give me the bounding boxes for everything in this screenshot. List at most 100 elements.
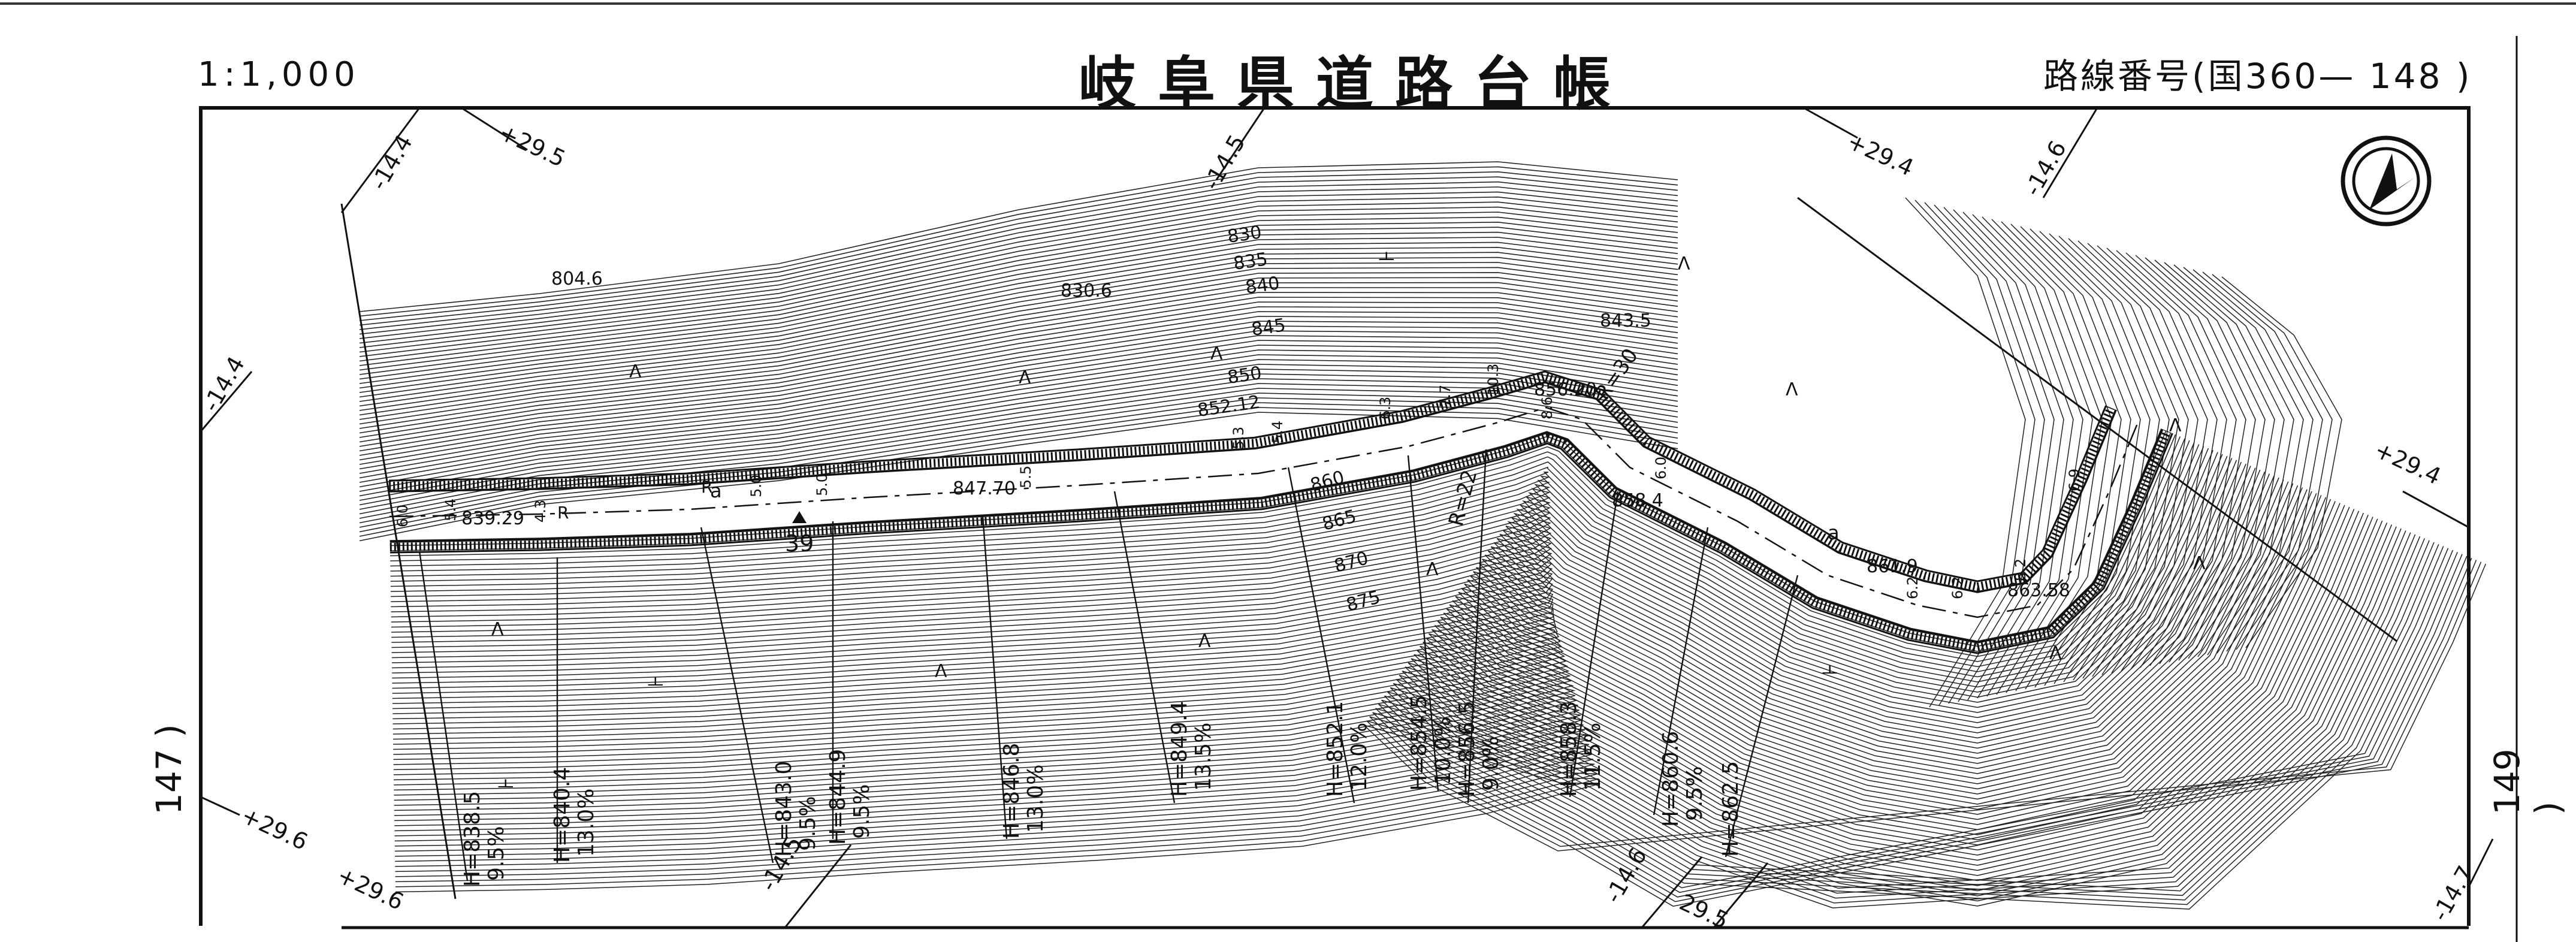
- contour-line-lower: [394, 548, 2449, 905]
- contour-line-upper: [359, 277, 1678, 416]
- contour-line-lower: [392, 479, 2284, 774]
- contour-line-east: [2049, 233, 2170, 681]
- contour-line-lower: [390, 440, 2190, 672]
- grade-percent-label: 9.0%: [1479, 736, 1503, 791]
- grid-tick-line: [1641, 856, 1703, 928]
- contour-line-lower: [394, 544, 2439, 896]
- contour-line-east: [2125, 252, 2246, 666]
- road-width-label: 7.7: [1437, 385, 1454, 407]
- road-alignment: [388, 370, 2173, 654]
- curve-radius-label: R=22: [1444, 467, 1482, 529]
- contour-elevation-label: 847.70: [953, 478, 1016, 499]
- contour-elevation-label: 839.29: [461, 508, 524, 529]
- contour-line-upper: [359, 262, 1678, 402]
- grade-elevation-label: H=858.3: [1557, 701, 1581, 797]
- contour-line-upper: [359, 206, 1678, 353]
- contour-line-lower: [391, 450, 2213, 698]
- vegetation-symbol: ᐱ: [2169, 415, 2182, 436]
- road-width-label: 5.4: [1269, 421, 1286, 443]
- contour-line-upper: [359, 354, 1678, 488]
- road-width-label: 5.5: [1017, 466, 1034, 488]
- grid-tick-line: [1713, 862, 1769, 928]
- grade-leader-line: [1725, 575, 1799, 858]
- north-arrow-icon: [2341, 135, 2432, 227]
- contour-elevation-label: 804.6: [551, 268, 603, 289]
- contour-line-lower: [394, 546, 2444, 901]
- contour-line-east: [2116, 250, 2237, 668]
- contour-line-upper: [359, 252, 1678, 393]
- contour-line-east: [2058, 236, 2179, 679]
- vegetation-symbol: ᐱ: [1426, 559, 1439, 580]
- road-width-label: 10.3: [1485, 364, 1502, 395]
- vegetation-symbol: ㅗ: [1822, 661, 1838, 682]
- contour-line-lower: [391, 467, 2256, 744]
- contour-line-lower: [391, 463, 2246, 733]
- contour-line-lower: [394, 534, 2416, 894]
- contour-line-upper: [359, 316, 1678, 452]
- contour-line-east: [2164, 262, 2285, 659]
- grade-leader-line: [418, 551, 469, 881]
- vegetation-symbol: ㅗ: [1378, 247, 1395, 268]
- contour-line-east: [2202, 271, 2323, 652]
- contour-line-upper: [359, 181, 1678, 330]
- contour-line-upper: [359, 373, 1678, 506]
- contour-line-upper: [359, 201, 1678, 348]
- contour-elevation-label: 863.58: [2007, 580, 2070, 601]
- road-width-label: 8.6: [1539, 397, 1556, 419]
- contour-line-lower: [391, 452, 2218, 703]
- contour-line-east: [1914, 200, 2036, 706]
- grid-coordinate-label: +29.4: [1843, 128, 1917, 181]
- contour-line-lower: [394, 528, 2402, 902]
- contour-line-lower: [392, 497, 2327, 820]
- contour-line-lower: [390, 438, 2185, 668]
- contour-line-lower: [393, 518, 2378, 876]
- road-width-label: 6.2: [1949, 576, 1966, 599]
- contour-line-east: [2039, 231, 2160, 683]
- contour-line-lower: [392, 481, 2289, 780]
- contour-line-upper: [359, 321, 1678, 456]
- contour-line-upper: [359, 171, 1678, 321]
- road-guard-rail-north: [389, 372, 2115, 591]
- road-width-label: 6.0: [394, 505, 411, 527]
- vegetation-symbol: ㅗ: [497, 775, 514, 796]
- road-edge-line: [389, 381, 2117, 593]
- grade-elevation-label: H=862.5: [1719, 761, 1743, 857]
- vegetation-symbol: ᐱ: [1786, 379, 1798, 400]
- grid-coordinate-label: +29.6: [237, 802, 312, 855]
- contour-line-lower: [389, 432, 2172, 652]
- contour-line-east: [2154, 259, 2275, 661]
- contour-line-upper: [359, 267, 1678, 407]
- contour-line-east: [2106, 247, 2227, 670]
- vegetation-symbol: ᐱ: [1198, 631, 1211, 652]
- contour-line-upper: [359, 388, 1678, 519]
- contour-line-east: [2145, 257, 2266, 663]
- contour-line-upper: [359, 301, 1678, 438]
- grid-tick-line: [2468, 838, 2494, 887]
- route-number: 路線番号(国360— 148 ): [2043, 56, 2472, 96]
- grade-leader-line: [1287, 467, 1355, 804]
- contour-line-upper: [359, 330, 1678, 465]
- map-labels: -14.4+29.5-14.5+29.4-14.6-14.4+29.4+29.6…: [198, 119, 2479, 934]
- contour-line-lower: [390, 446, 2204, 688]
- grade-percent-label: 9.5%: [796, 796, 820, 851]
- grade-leader-line: [1113, 491, 1176, 804]
- contour-line-upper: [359, 186, 1678, 335]
- road-symbol-label: a: [710, 479, 722, 502]
- contour-line-lower: [391, 472, 2266, 754]
- contour-elevation-label: 830: [1226, 222, 1263, 247]
- contour-line-upper: [359, 407, 1678, 537]
- contour-line-upper: [359, 306, 1678, 443]
- road-centreline: [389, 406, 2140, 618]
- contour-line-upper: [359, 166, 1678, 317]
- grade-elevation-label: H=840.4: [550, 767, 575, 863]
- road-width-label: 6.2: [1904, 576, 1921, 599]
- road-edge-line: [389, 433, 2173, 654]
- grid-coordinate-label: +29.6: [333, 862, 407, 915]
- contour-line-lower: [391, 469, 2261, 749]
- contour-line-upper: [359, 349, 1678, 483]
- grade-elevation-label: H=846.8: [999, 743, 1024, 839]
- contour-line-lower: [393, 520, 2383, 881]
- contour-line-lower: [395, 561, 2482, 887]
- grid-tick-line: [2042, 107, 2098, 198]
- contour-line-east: [2087, 243, 2208, 674]
